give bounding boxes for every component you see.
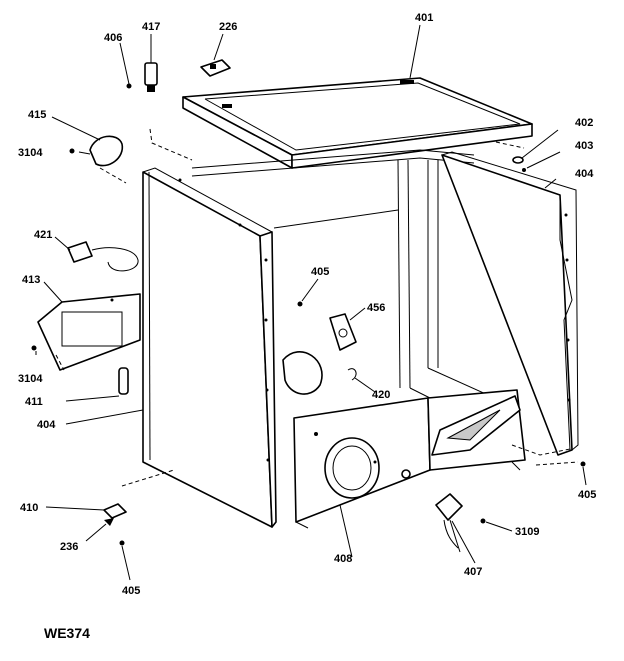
part-407-switch bbox=[435, 493, 476, 564]
part-405-screw-right bbox=[580, 461, 587, 486]
part-420-clip bbox=[347, 368, 376, 393]
part-404-right-side-rail bbox=[441, 151, 579, 456]
part-401-top-cover bbox=[182, 77, 533, 169]
label-421: 421 bbox=[34, 229, 52, 241]
rear-opening bbox=[282, 351, 323, 395]
part-410-leveling-leg bbox=[45, 503, 127, 519]
part-456-bracket bbox=[329, 313, 357, 351]
label-407: 407 bbox=[464, 566, 482, 578]
part-421-power-cord bbox=[67, 241, 139, 272]
label-404-right: 404 bbox=[575, 168, 594, 180]
label-405-lower: 405 bbox=[122, 585, 140, 597]
label-456: 456 bbox=[367, 302, 385, 314]
label-226: 226 bbox=[219, 21, 237, 33]
part-417-door-switch bbox=[144, 34, 158, 92]
label-404-left: 404 bbox=[37, 419, 56, 431]
part-226-strike bbox=[200, 33, 231, 77]
part-404-left-side-panel bbox=[142, 167, 277, 528]
label-408: 408 bbox=[334, 553, 352, 565]
label-417: 417 bbox=[142, 21, 160, 33]
part-408-base-panel bbox=[293, 389, 526, 529]
label-405-mid: 405 bbox=[311, 266, 329, 278]
leader-lines bbox=[35, 24, 557, 558]
label-236: 236 bbox=[60, 541, 78, 553]
label-415: 415 bbox=[28, 109, 46, 121]
label-402: 402 bbox=[575, 117, 593, 129]
label-3104-top: 3104 bbox=[18, 147, 43, 159]
label-403: 403 bbox=[575, 140, 593, 152]
part-labels: 406 417 226 401 415 3104 402 403 404 421… bbox=[18, 12, 596, 597]
diagram-code: WE374 bbox=[44, 625, 90, 641]
label-405-right: 405 bbox=[578, 489, 596, 501]
part-405-screw-mid bbox=[297, 278, 319, 307]
part-411-bumper bbox=[65, 367, 129, 402]
part-236-foot bbox=[85, 518, 114, 542]
part-403-screw bbox=[522, 151, 561, 172]
part-405-screw-lower bbox=[119, 540, 131, 581]
label-406: 406 bbox=[104, 32, 122, 44]
label-410: 410 bbox=[20, 502, 38, 514]
label-3104-lower: 3104 bbox=[18, 373, 43, 385]
label-401: 401 bbox=[415, 12, 433, 24]
part-3109-screw bbox=[480, 518, 513, 532]
label-3109: 3109 bbox=[515, 526, 539, 538]
label-413: 413 bbox=[22, 274, 40, 286]
part-402-clip bbox=[512, 129, 559, 164]
part-406-screw bbox=[119, 42, 132, 89]
label-420: 420 bbox=[372, 389, 390, 401]
part-415-cap bbox=[51, 116, 124, 167]
assembly-dash-lines bbox=[55, 128, 579, 487]
part-413-access-panel bbox=[37, 293, 141, 371]
part-3104-screw-top bbox=[69, 148, 75, 154]
part-3104-screw-lower bbox=[31, 345, 37, 351]
label-411: 411 bbox=[25, 396, 43, 408]
